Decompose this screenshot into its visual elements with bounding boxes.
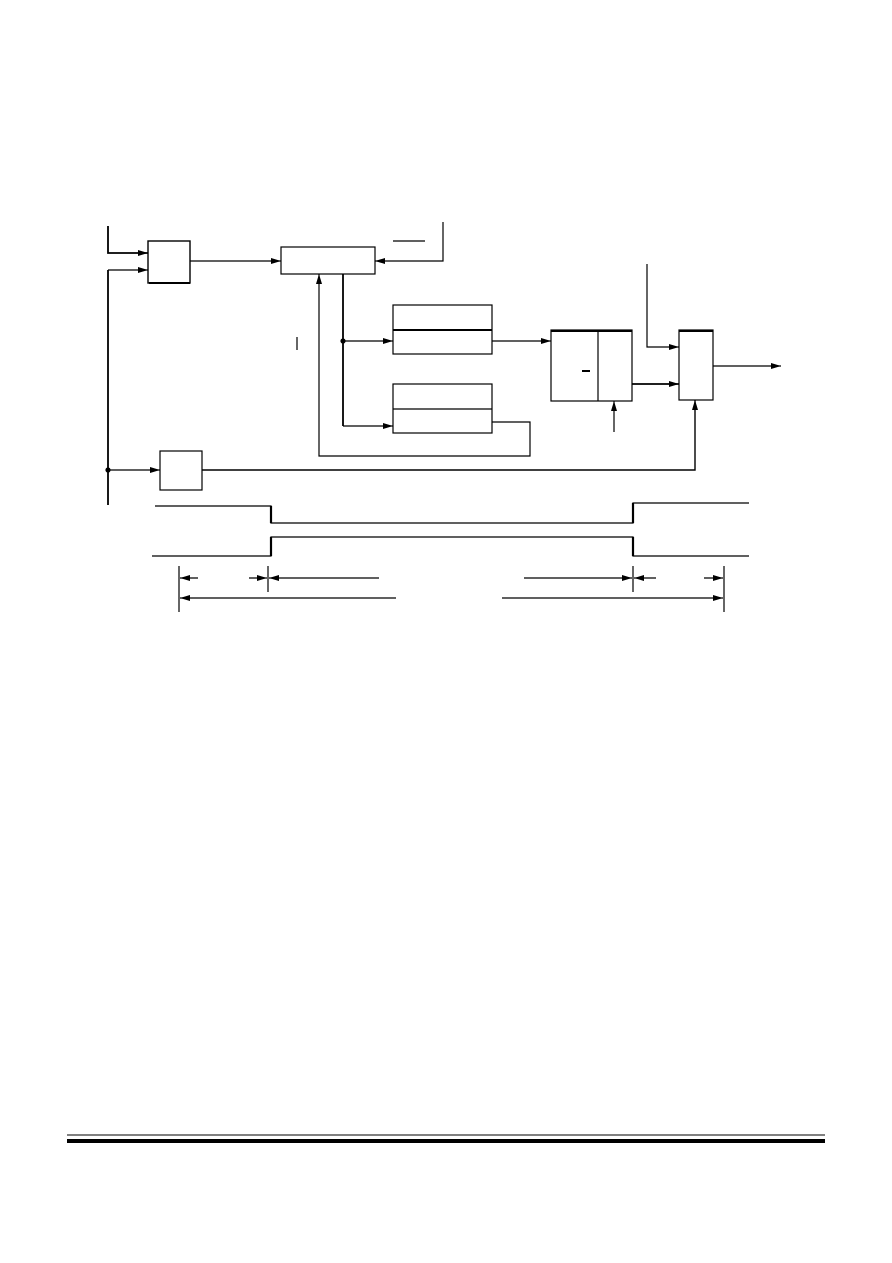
mux-block <box>550 329 633 402</box>
lower-buffer <box>392 383 493 434</box>
register-control-input <box>375 222 444 264</box>
register-block <box>280 246 376 275</box>
small-block-to-output-wire <box>202 400 698 471</box>
junction-dot <box>340 338 346 344</box>
register-fanout <box>296 274 393 429</box>
bus-left <box>105 226 160 505</box>
feedback-loop <box>316 274 531 457</box>
gate-block <box>147 240 191 284</box>
small-block <box>159 450 203 491</box>
junction-dot <box>105 467 111 473</box>
output-control-input <box>646 264 679 350</box>
waveform-active-high <box>152 536 749 557</box>
upper-buffer <box>392 304 493 355</box>
output-block <box>678 329 714 401</box>
timing-dimensions <box>178 566 725 612</box>
waveform-active-low <box>155 502 749 524</box>
